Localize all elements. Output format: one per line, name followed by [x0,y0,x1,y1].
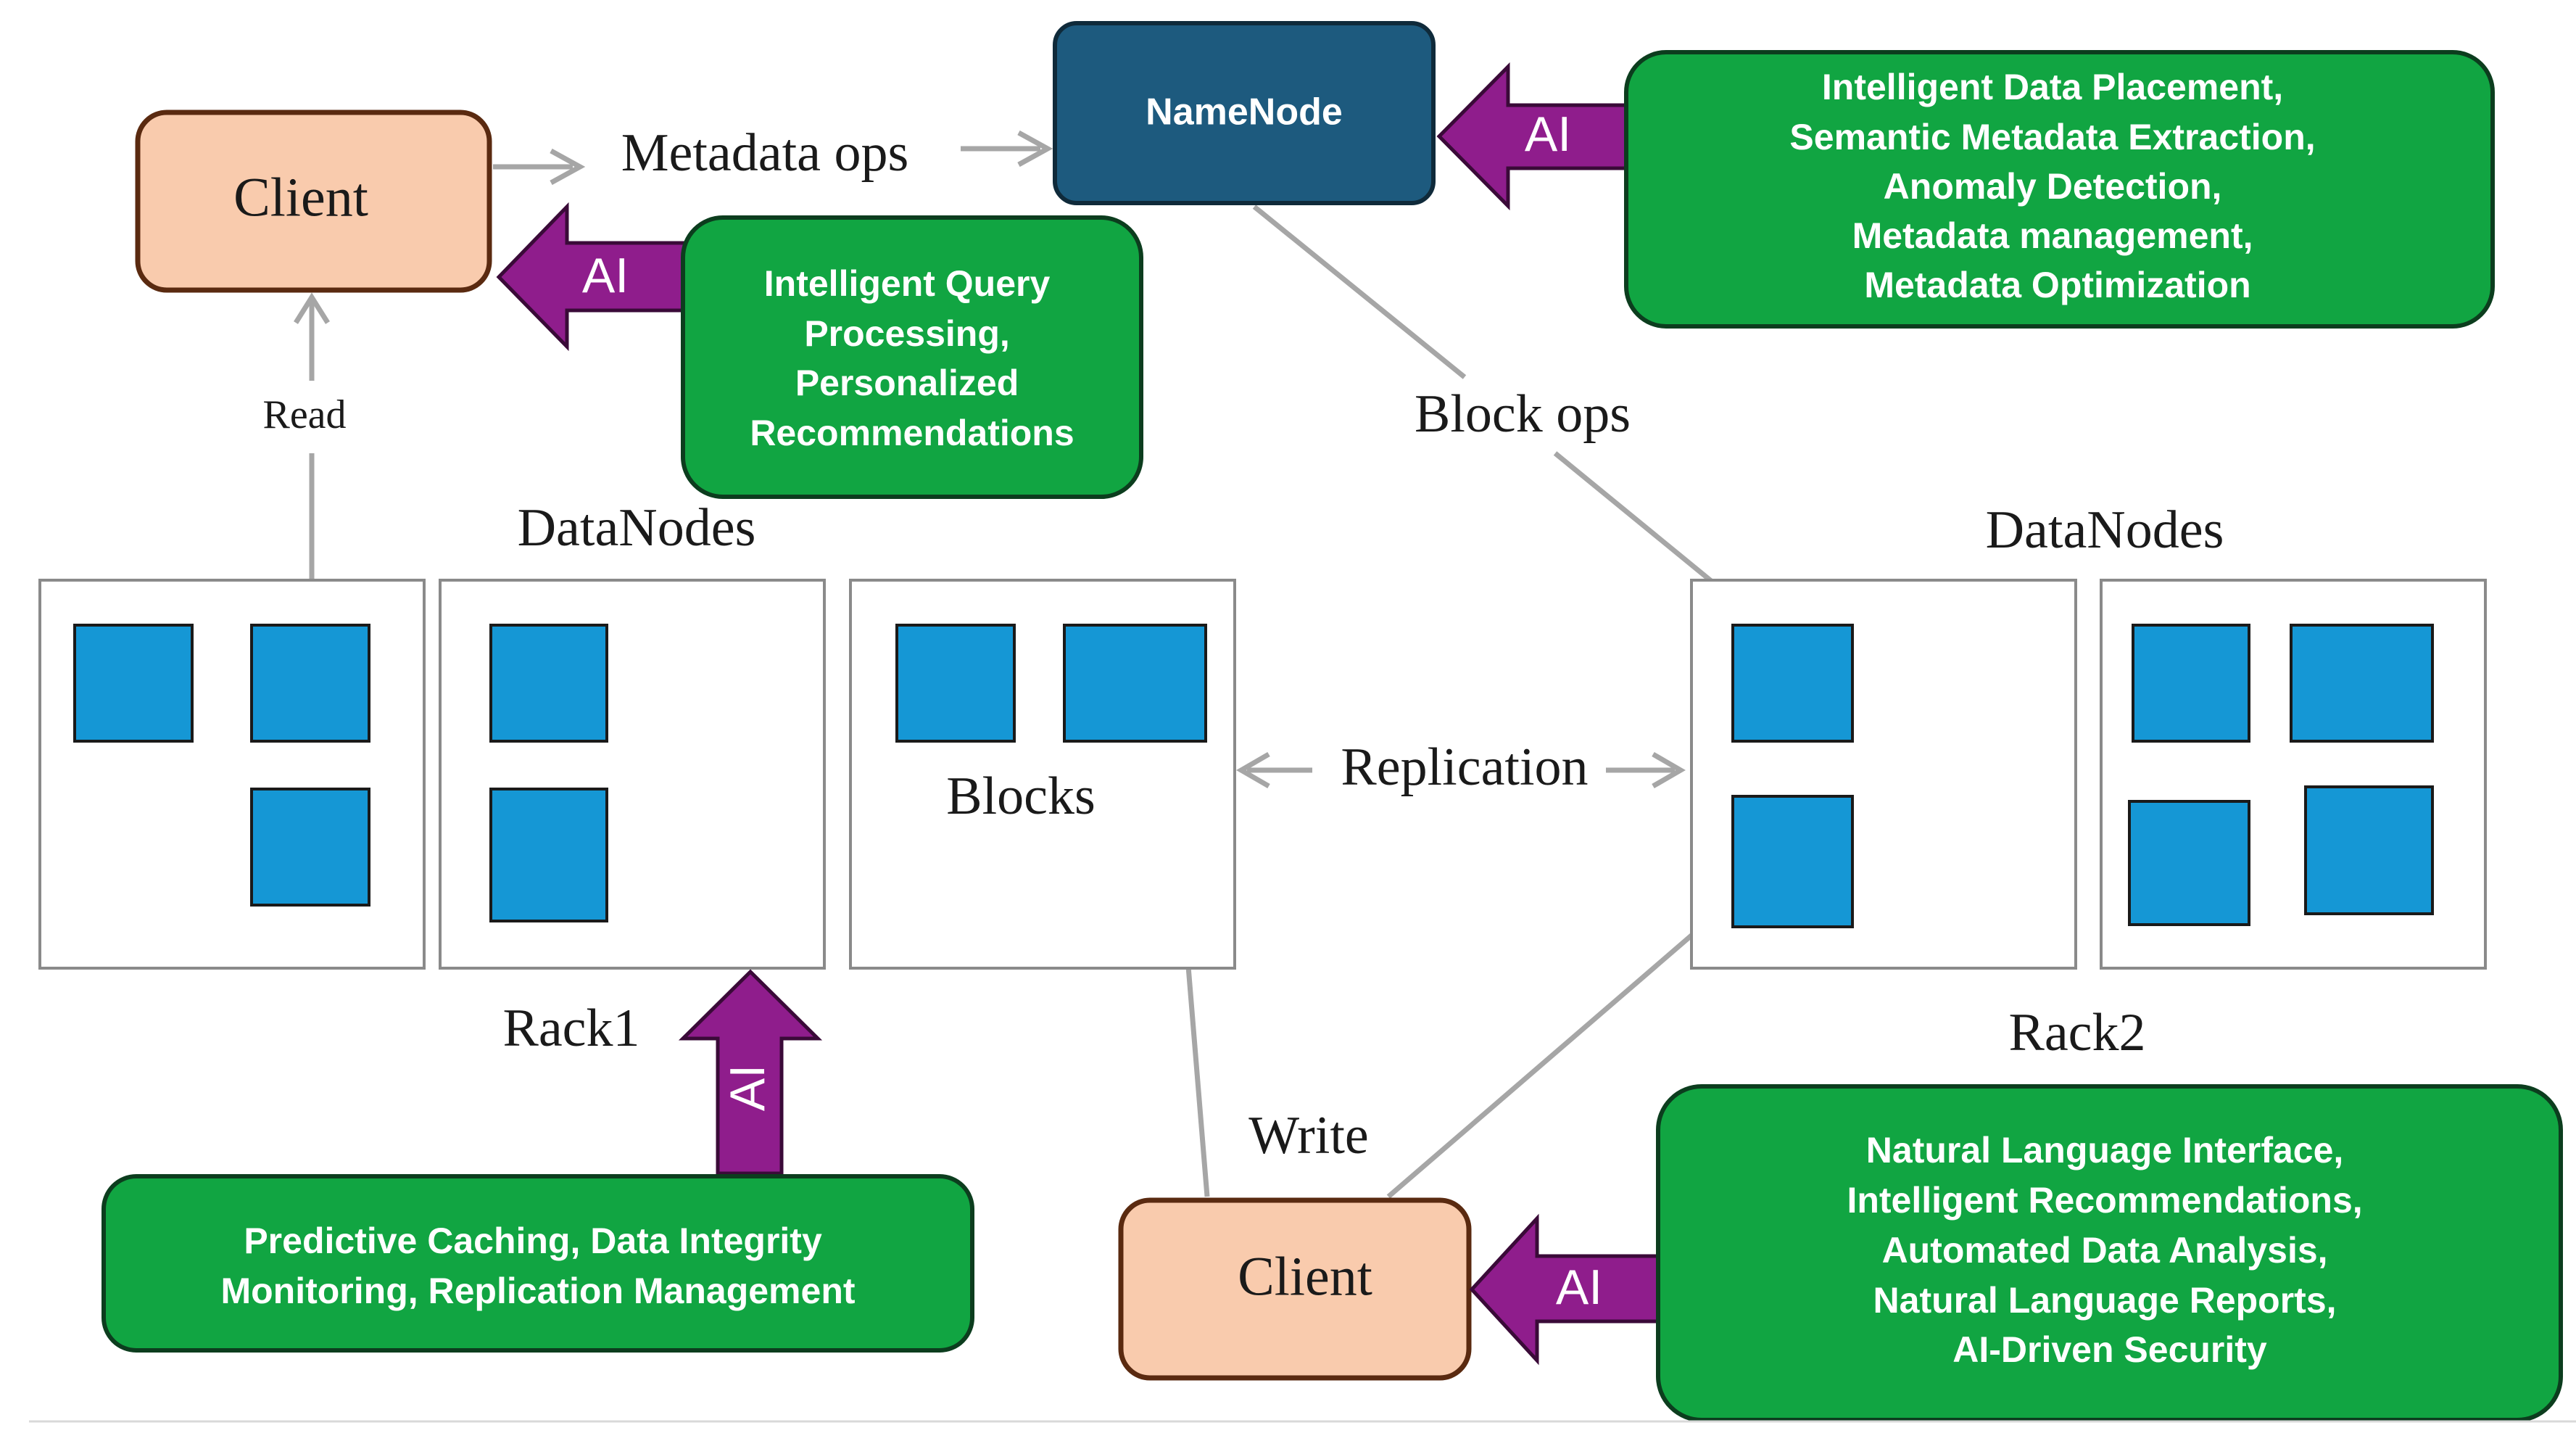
block [250,624,370,743]
block [1063,624,1207,743]
datanodes-left-label: DataNodes [518,498,756,558]
svg-text:Predictive Caching, Data Integ: Predictive Caching, Data Integrity Monit… [220,1221,855,1311]
block [2290,624,2434,743]
block [2128,800,2250,926]
block [489,788,608,922]
replication-label: Replication [1341,738,1588,797]
rack2-label: Rack2 [2008,1003,2145,1062]
feature-line: Semantic Metadata Extraction, [1789,117,2315,157]
ai-label: AI [582,248,629,303]
write-to-rack2-line [1386,901,1731,1199]
feature-line: Anomaly Detection, [1884,166,2222,207]
client-top-features-box: Intelligent Query Processing, Personaliz… [681,215,1143,499]
namenode-box [1053,21,1436,205]
block [489,624,608,743]
block [1731,624,1854,743]
client-bottom-label: Client [1238,1246,1372,1307]
namenode-to-blockops-line [1252,205,1467,379]
svg-text:Intelligent Query Proces: Intelligent Query Processing, Personaliz… [750,263,1074,453]
feature-line: Personalized [795,363,1019,403]
svg-text:Intelligent Data Placement,: Intelligent Data Placement, Semantic Met… [1789,67,2325,305]
replication-left-arrowhead [1236,751,1270,789]
feature-line: Metadata Optimization [1864,265,2250,305]
rack1-label: Rack1 [502,999,639,1058]
feature-line: Monitoring, Replication Management [220,1271,855,1311]
feature-line: Intelligent Data Placement, [1822,67,2283,107]
block [2132,624,2250,743]
datanodes-right-label: DataNodes [1986,500,2224,560]
client-bottom-features-box: Natural Language Interface, Intelligent … [1656,1084,2563,1422]
ai-label: AI [1525,107,1571,162]
ai-label: AI [720,1065,775,1111]
block [895,624,1016,743]
feature-line: Recommendations [750,413,1074,453]
feature-line: Natural Language Reports, [1873,1280,2337,1321]
read-label: Read [262,392,346,437]
feature-line: Natural Language Interface, [1866,1130,2344,1170]
feature-line: Processing, [804,313,1009,354]
ai-arrow-client-bottom: AI [1469,1213,1662,1366]
ai-arrow-rack1: AI [678,969,823,1176]
write-label: Write [1248,1106,1369,1165]
feature-line: Metadata management, [1852,215,2253,256]
metadata-to-namenode-arrowhead [1017,130,1053,168]
block [1731,795,1854,928]
block [2304,785,2434,915]
client-bottom-box [1118,1197,1472,1381]
metadata-ops-label: Metadata ops [621,123,909,183]
feature-line: Intelligent Query [764,263,1051,304]
ai-arrow-client-top: AI [496,202,687,352]
namenode-features-box: Intelligent Data Placement, Semantic Met… [1624,50,2495,329]
ai-arrow-namenode: AI [1436,62,1632,211]
client-top-box [135,110,492,293]
blocks [73,624,2434,928]
read-arrowhead [294,292,330,324]
block [73,624,194,743]
ai-label: AI [1556,1260,1602,1315]
client-to-metadata-arrowhead [550,148,586,186]
rack1-features-box: Predictive Caching, Data Integrity Monit… [102,1174,974,1353]
block [250,788,370,907]
replication-right-arrowhead [1652,751,1686,789]
feature-line: Intelligent Recommendations, [1847,1180,2362,1221]
feature-line: Automated Data Analysis, [1882,1230,2328,1271]
client-top-label: Client [233,167,368,228]
feature-line: AI-Driven Security [1952,1329,2267,1370]
namenode-label: NameNode [1146,91,1343,133]
block-ops-label: Block ops [1415,384,1631,444]
feature-line: Predictive Caching, Data Integrity [244,1221,822,1261]
svg-text:Natural Language Interface,: Natural Language Interface, Intelligent … [1847,1130,2372,1370]
blocks-label: Blocks [946,767,1096,826]
